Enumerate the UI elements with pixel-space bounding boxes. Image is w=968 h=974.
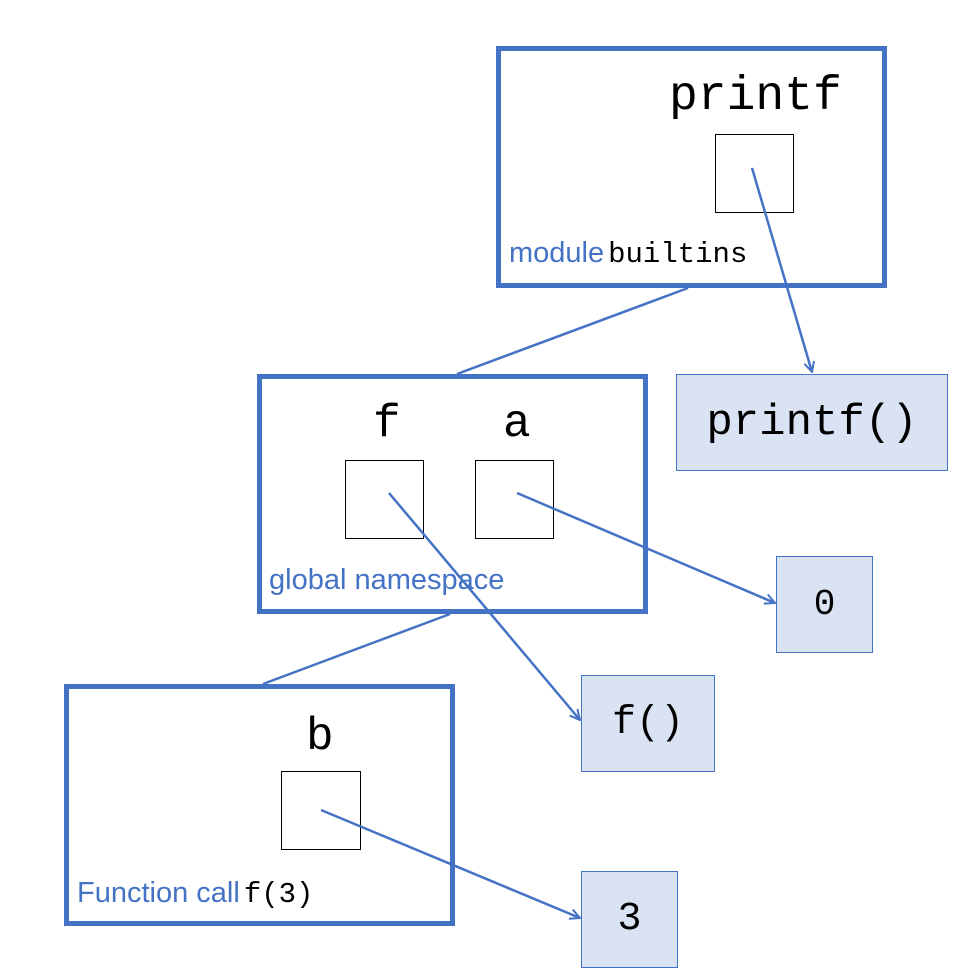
- object-zero: 0: [776, 556, 873, 653]
- call-frame-kind: Function call: [77, 877, 240, 909]
- var-name-f: f: [373, 398, 401, 450]
- call-frame-label: Function call f(3): [77, 877, 314, 911]
- reference-arrow-b: [320, 808, 580, 918]
- global-frame-label: global namespace: [269, 566, 504, 595]
- builtins-frame-kind: module: [509, 237, 605, 269]
- slot-f: [345, 460, 424, 539]
- call-frame-ident: f(3): [243, 878, 314, 911]
- var-name-b: b: [306, 711, 334, 763]
- object-f-function: f(): [581, 675, 715, 772]
- builtins-frame-ident: builtins: [608, 238, 748, 271]
- builtins-frame: printf module builtins: [496, 46, 887, 288]
- global-frame-kind: global namespace: [269, 564, 505, 596]
- reference-arrow-a: [516, 491, 775, 603]
- var-name-printf: printf: [669, 70, 842, 124]
- scope-link-call-to-global: [262, 612, 451, 686]
- object-printf-function: printf(): [676, 374, 948, 471]
- scope-link-global-to-builtins: [456, 286, 689, 376]
- reference-arrow-f: [388, 492, 580, 720]
- slot-a: [475, 460, 554, 539]
- reference-arrow-printf: [750, 167, 812, 372]
- object-three: 3: [581, 871, 678, 968]
- var-name-a: a: [503, 398, 531, 450]
- global-frame: f a global namespace: [257, 374, 648, 614]
- call-frame: b Function call f(3): [64, 684, 455, 926]
- builtins-frame-label: module builtins: [509, 237, 748, 271]
